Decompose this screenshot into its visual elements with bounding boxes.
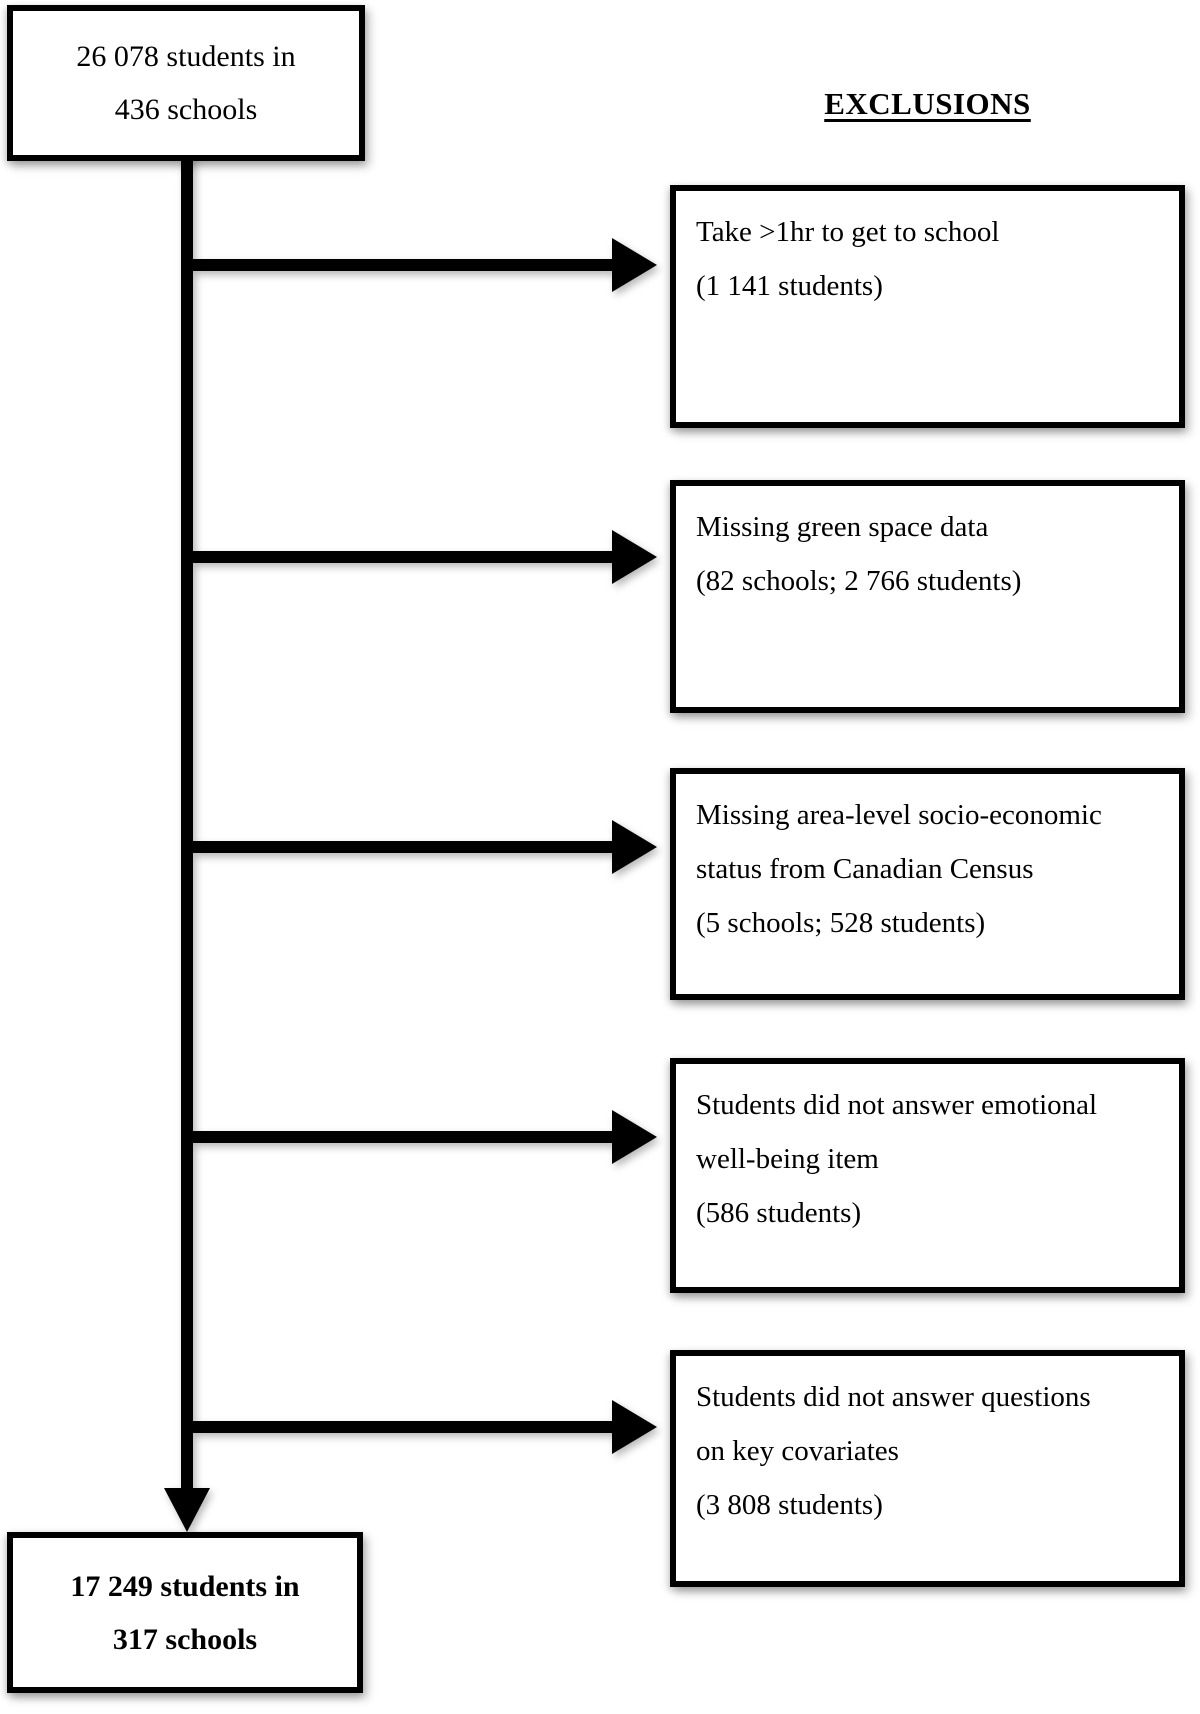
exclusion-box-1-line1: Take >1hr to get to school <box>696 216 1000 248</box>
start-box-line2: 436 schools <box>114 93 258 126</box>
exclusion-box-5: Students did not answer questions on key… <box>670 1350 1185 1587</box>
end-box: 17 249 students in 317 schools <box>7 1532 363 1693</box>
exclusion-box-5-line3: (3 808 students) <box>696 1489 883 1521</box>
exclusions-header: EXCLUSIONS <box>824 86 1031 121</box>
exclusion-box-2: Missing green space data (82 schools; 2 … <box>670 480 1185 713</box>
exclusion-box-1: Take >1hr to get to school (1 141 studen… <box>670 185 1185 428</box>
exclusion-arrow-4-line <box>187 1131 614 1143</box>
down-arrowhead-icon <box>164 1488 210 1532</box>
exclusion-box-4-line3: (586 students) <box>696 1197 862 1229</box>
start-box-line1: 26 078 students in <box>76 40 296 73</box>
end-box-line1: 17 249 students in <box>70 1569 300 1603</box>
exclusion-box-4: Students did not answer emotional well-b… <box>670 1058 1185 1293</box>
exclusion-box-3: Missing area-level socio-economic status… <box>670 768 1185 1000</box>
exclusion-arrow-5-head-icon <box>612 1400 657 1454</box>
exclusion-box-2-line2: (82 schools; 2 766 students) <box>696 565 1022 597</box>
exclusion-box-3-line3: (5 schools; 528 students) <box>696 907 986 939</box>
exclusion-arrow-5-line <box>187 1421 614 1433</box>
exclusion-box-4-line2: well-being item <box>696 1143 879 1175</box>
exclusion-arrow-4-head-icon <box>612 1110 657 1164</box>
exclusion-box-1-line2: (1 141 students) <box>696 270 883 302</box>
exclusion-arrow-3-line <box>187 841 614 853</box>
exclusion-box-4-line1: Students did not answer emotional <box>696 1089 1098 1121</box>
start-box: 26 078 students in 436 schools <box>7 5 365 161</box>
exclusion-box-5-line1: Students did not answer questions <box>696 1381 1091 1413</box>
main-flow-line <box>181 155 193 1492</box>
exclusion-arrow-2-line <box>187 551 614 563</box>
exclusion-box-5-line2: on key covariates <box>696 1435 899 1467</box>
exclusion-box-2-line1: Missing green space data <box>696 511 989 543</box>
exclusion-arrow-2-head-icon <box>612 530 657 584</box>
end-box-line2: 317 schools <box>112 1622 258 1656</box>
exclusion-box-3-line2: status from Canadian Census <box>696 853 1034 885</box>
exclusion-arrow-3-head-icon <box>612 820 657 874</box>
exclusion-arrow-1-line <box>187 259 614 271</box>
exclusion-arrow-1-head-icon <box>612 238 657 292</box>
exclusion-box-3-line1: Missing area-level socio-economic <box>696 799 1102 831</box>
